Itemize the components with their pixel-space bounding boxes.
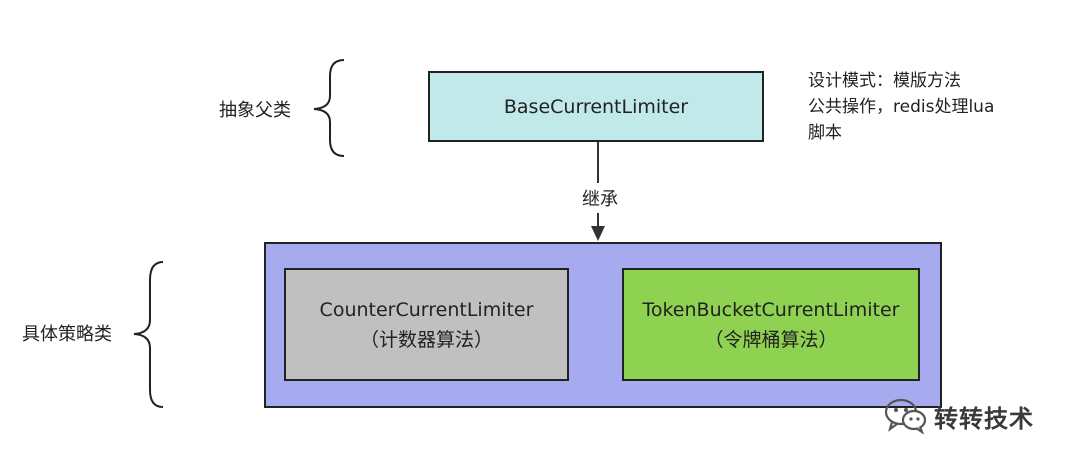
design-note: 设计模式：模版方法 公共操作，redis处理lua 脚本 <box>808 68 994 146</box>
inheritance-arrow-head <box>591 226 605 241</box>
inheritance-label: 继承 <box>576 183 624 213</box>
abstract-parent-label: 抽象父类 <box>219 100 291 121</box>
token-bucket-limiter-algorithm: （令牌桶算法） <box>704 328 838 351</box>
counter-limiter-name: CounterCurrentLimiter <box>319 298 534 321</box>
concrete-strategy-label: 具体策略类 <box>22 324 112 345</box>
base-class-name: BaseCurrentLimiter <box>503 95 689 118</box>
watermark-text: 转转技术 <box>934 404 1034 433</box>
token-bucket-limiter-name: TokenBucketCurrentLimiter <box>642 298 900 321</box>
wechat-icon <box>884 398 927 434</box>
base-class-box: BaseCurrentLimiter <box>428 71 764 142</box>
note-line: 公共操作，redis处理lua <box>808 97 995 117</box>
concrete-brace <box>133 261 164 408</box>
note-line: 设计模式：模版方法 <box>808 71 961 91</box>
abstract-brace <box>313 59 345 157</box>
token-bucket-limiter-box: TokenBucketCurrentLimiter （令牌桶算法） <box>622 268 920 381</box>
counter-limiter-box: CounterCurrentLimiter （计数器算法） <box>284 268 569 381</box>
note-line: 脚本 <box>808 123 842 143</box>
counter-limiter-algorithm: （计数器算法） <box>359 328 493 351</box>
watermark: 转转技术 <box>884 398 1034 434</box>
